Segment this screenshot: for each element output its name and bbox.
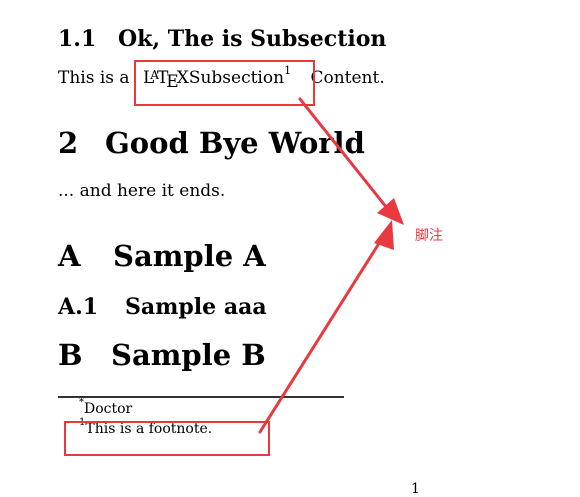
footnote-mark: * <box>79 397 84 408</box>
footnote-text: Doctor <box>84 401 133 417</box>
section-title: Good Bye World <box>105 126 365 160</box>
paragraph: This is a LATEXSubsection1 Content. <box>58 64 385 92</box>
footnote-doctor: *Doctor <box>79 397 133 417</box>
annotation-label: 脚注 <box>415 228 443 244</box>
footnote-mark[interactable]: 1 <box>284 64 292 77</box>
section-title: Sample B <box>111 338 266 372</box>
subsection-heading-1-1: 1.1 Ok, The is Subsection <box>58 26 386 52</box>
footnote-text: This is a footnote. <box>85 421 213 437</box>
paragraph-text: This is a <box>58 68 130 88</box>
page-number: 1 <box>411 481 420 497</box>
section-title: Sample A <box>113 239 266 273</box>
footnote-rule <box>58 396 344 398</box>
section-heading-2: 2 Good Bye World <box>58 126 365 160</box>
section-number: 2 <box>58 126 79 160</box>
highlight-box-footnote-reference <box>134 60 315 106</box>
arrow-line-top <box>298 97 393 215</box>
latex-logo: LATEX <box>142 68 189 92</box>
section-number: A <box>58 239 81 273</box>
arrowhead-bottom <box>374 220 394 250</box>
section-number: B <box>58 338 83 372</box>
appendix-heading-a: A Sample A <box>58 239 266 273</box>
arrowhead-top <box>377 198 404 225</box>
paragraph: ... and here it ends. <box>58 181 226 201</box>
appendix-subsection-heading-a1: A.1 Sample aaa <box>58 294 267 320</box>
paragraph-text: Content. <box>310 68 385 88</box>
section-title: Sample aaa <box>125 294 267 320</box>
arrow-line-bottom <box>258 235 385 434</box>
section-number: 1.1 <box>58 26 97 52</box>
highlight-box-footnote-text <box>64 421 270 456</box>
section-title: Ok, The is Subsection <box>118 26 387 52</box>
appendix-heading-b: B Sample B <box>58 338 266 372</box>
section-number: A.1 <box>58 294 99 320</box>
paragraph-text: Subsection <box>188 68 285 88</box>
